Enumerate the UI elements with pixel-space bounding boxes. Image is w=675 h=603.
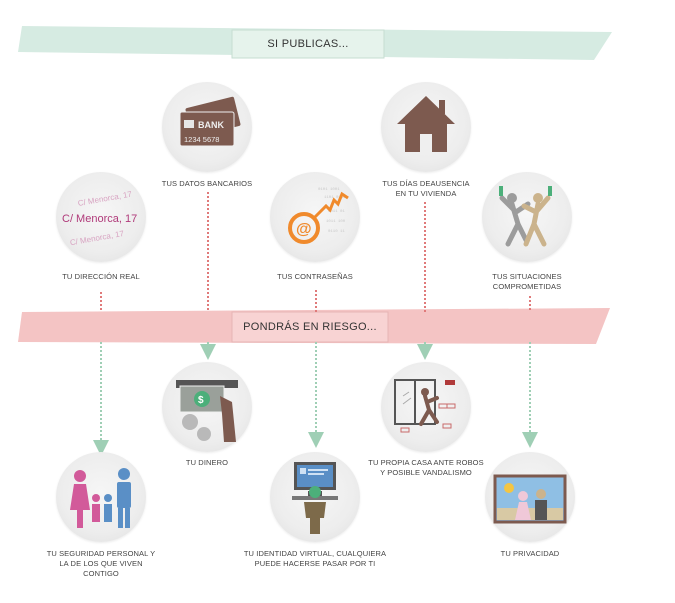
privacy-circle <box>485 452 575 542</box>
burglary-circle <box>381 362 471 452</box>
middle-band <box>18 308 610 344</box>
svg-text:1011 100: 1011 100 <box>326 220 346 224</box>
svg-text:C/ Menorca, 17: C/ Menorca, 17 <box>77 190 133 208</box>
svg-text:0011 01: 0011 01 <box>328 210 345 214</box>
caption-direccion: TU DIRECCIÓN REAL <box>62 272 140 281</box>
svg-text:C/ Menorca, 17: C/ Menorca, 17 <box>69 229 125 247</box>
svg-text:0110 11: 0110 11 <box>328 230 345 234</box>
bank-card-icon: BANK 1234 5678 <box>179 96 241 147</box>
address-icon: C/ Menorca, 17 C/ Menorca, 17 C/ Menorca… <box>62 190 137 248</box>
top-band <box>18 26 612 60</box>
password-circle: 0101 1001 1101 0110 0011 01 1011 100 011… <box>270 172 360 262</box>
bank-card-circle: BANK 1234 5678 <box>162 82 252 172</box>
caption-dinero: TU DINERO <box>185 458 229 467</box>
situations-circle <box>482 172 572 262</box>
family-icon <box>70 468 131 528</box>
money-circle: $ <box>162 362 252 452</box>
middle-title: PONDRÁS EN RIESGO... <box>243 321 377 333</box>
svg-text:$: $ <box>198 395 204 406</box>
caption-identidad: TU IDENTIDAD VIRTUAL, CUALQUIERA PUEDE H… <box>243 549 387 568</box>
svg-text:1101 0110: 1101 0110 <box>324 196 346 200</box>
identity-circle <box>270 452 360 542</box>
address-circle: C/ Menorca, 17 C/ Menorca, 17 C/ Menorca… <box>56 172 146 262</box>
house-circle <box>381 82 471 172</box>
svg-text:BANK: BANK <box>198 120 224 130</box>
svg-text:C/ Menorca, 17: C/ Menorca, 17 <box>62 213 137 225</box>
caption-robos: TU PROPIA CASA ANTE ROBOS Y POSIBLE VAND… <box>368 458 484 477</box>
burglary-icon <box>394 379 456 433</box>
password-key-icon: 0101 1001 1101 0110 0011 01 1011 100 011… <box>288 188 349 244</box>
caption-ausencia: TUS DÍAS DEAUSENCIA EN TU VIVIENDA <box>382 179 470 198</box>
family-circle <box>56 452 146 542</box>
house-icon <box>397 96 455 152</box>
privacy-photo-icon <box>493 474 567 524</box>
svg-text:1234 5678: 1234 5678 <box>184 135 219 144</box>
computer-user-icon <box>292 462 338 534</box>
caption-bancarios: TUS DATOS BANCARIOS <box>161 179 253 188</box>
svg-text:0101 1001: 0101 1001 <box>318 188 340 192</box>
caption-situaciones: TUS SITUACIONES COMPROMETIDAS <box>492 272 562 291</box>
caption-seguridad: TU SEGURIDAD PERSONAL Y LA DE LOS QUE VI… <box>46 549 156 578</box>
caption-contrasenas: TUS CONTRASEÑAS <box>277 272 353 281</box>
caption-privacidad: TU PRIVACIDAD <box>500 549 560 558</box>
svg-text:@: @ <box>296 221 312 238</box>
party-people-icon <box>499 186 552 247</box>
header-title: SI PUBLICAS... <box>267 38 349 50</box>
money-atm-icon: $ <box>176 380 238 442</box>
